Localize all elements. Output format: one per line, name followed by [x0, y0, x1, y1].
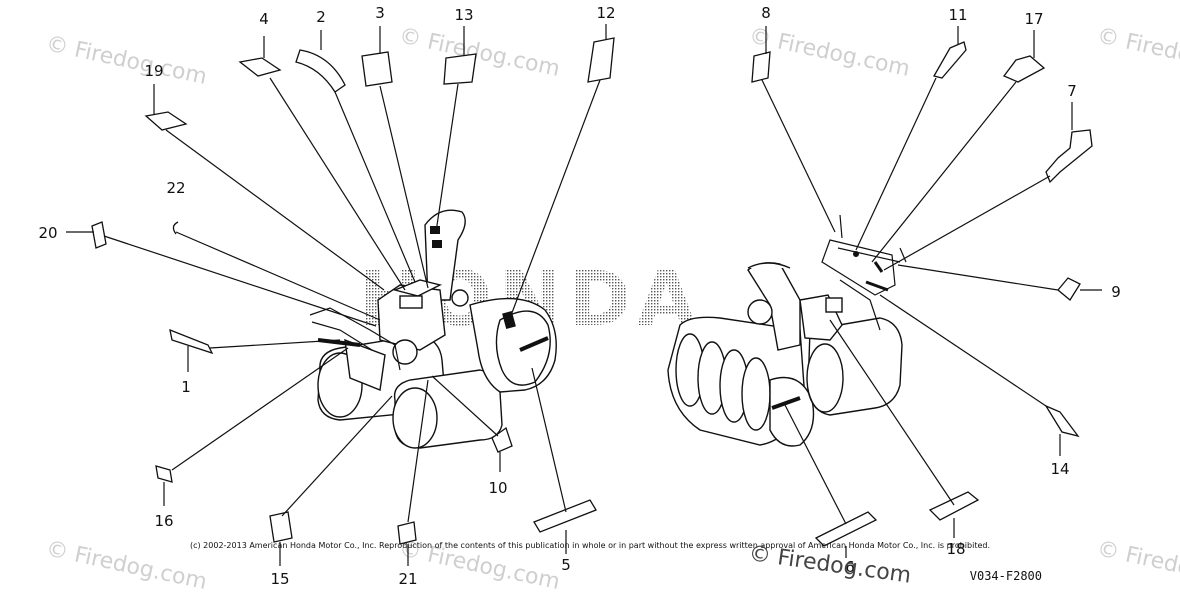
part-6	[814, 511, 878, 547]
callout-21: 21	[398, 570, 417, 588]
part-2	[295, 49, 346, 93]
callout-numbers: 1 2 3 4 5 6 7 8 9 10 11 12 13 14 15 16 1…	[38, 4, 1120, 588]
callout-9: 9	[1111, 283, 1121, 301]
callout-11: 11	[948, 6, 967, 24]
part-10	[491, 426, 513, 453]
watermark-7: © Firedog.com	[1095, 536, 1180, 589]
part-14	[1044, 404, 1080, 438]
callout-8: 8	[761, 4, 771, 22]
part-12	[587, 37, 615, 83]
part-9	[1057, 277, 1081, 301]
callout-18: 18	[946, 540, 965, 558]
part-16	[155, 465, 173, 483]
callout-1: 1	[181, 378, 191, 396]
right-leader-lines	[761, 26, 1102, 558]
callout-7: 7	[1067, 82, 1077, 100]
part-18	[928, 491, 980, 521]
right-snowblower-illustration	[667, 214, 907, 447]
callout-10: 10	[488, 479, 507, 497]
watermark-3: © Firedog.com	[747, 23, 912, 81]
callout-14: 14	[1050, 460, 1069, 478]
watermark-1: © Firedog.com	[44, 31, 209, 89]
callout-17: 17	[1024, 10, 1043, 28]
callout-13: 13	[454, 6, 473, 24]
callout-2: 2	[316, 8, 326, 26]
callout-15: 15	[270, 570, 289, 588]
callout-19: 19	[144, 62, 163, 80]
part-3	[361, 51, 393, 87]
copyright-text: (c) 2002-2013 American Honda Motor Co., …	[190, 541, 990, 550]
callout-4: 4	[259, 10, 269, 28]
left-snowblower-illustration	[309, 209, 557, 449]
part-19	[144, 111, 188, 131]
part-22	[172, 221, 179, 235]
part-8	[751, 51, 771, 83]
callout-22: 22	[166, 179, 185, 197]
part-11	[933, 41, 967, 79]
part-5	[533, 499, 597, 533]
callout-12: 12	[596, 4, 615, 22]
part-1	[169, 328, 214, 355]
callout-20: 20	[38, 224, 57, 242]
diagram-code: V034-F2800	[970, 569, 1042, 583]
left-parts	[91, 37, 615, 545]
callout-3: 3	[375, 4, 385, 22]
part-15	[269, 511, 293, 543]
part-17	[1002, 55, 1046, 83]
left-leader-lines	[66, 24, 607, 566]
watermark-5: © Firedog.com	[44, 536, 209, 589]
part-7	[1045, 129, 1093, 184]
right-parts	[751, 41, 1093, 547]
part-21	[397, 521, 417, 545]
part-4	[238, 57, 282, 77]
callout-6: 6	[845, 558, 855, 576]
callout-16: 16	[154, 512, 173, 530]
part-13	[443, 53, 477, 85]
watermark-4: © Firedog.com	[1095, 23, 1180, 81]
watermark-2: © Firedog.com	[397, 23, 562, 81]
callout-5: 5	[561, 556, 571, 574]
part-20	[91, 221, 107, 249]
